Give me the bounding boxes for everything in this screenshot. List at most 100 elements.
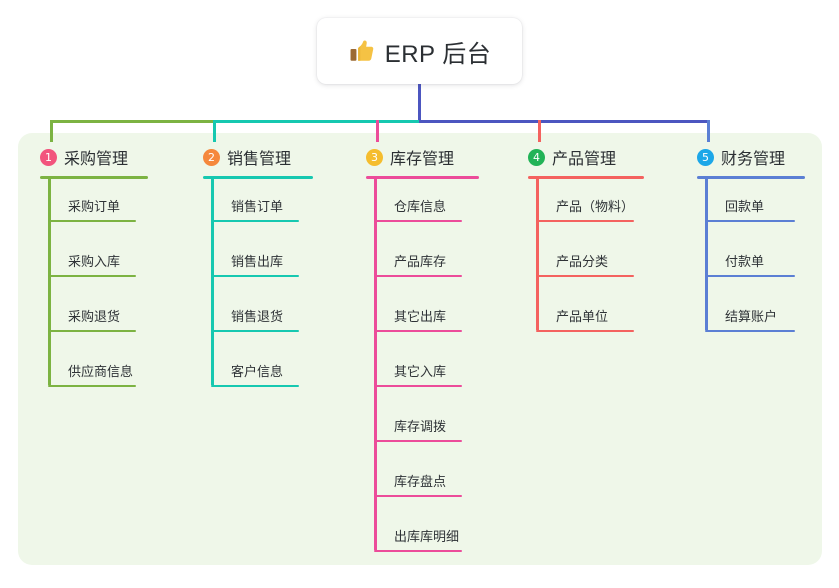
leaf-rule (536, 330, 634, 332)
branch-drop-connector-5 (707, 120, 710, 142)
leaf-node[interactable]: 产品库存 (374, 251, 462, 277)
leaf-rule (374, 550, 462, 552)
leaf-label: 采购入库 (68, 254, 121, 269)
branch-header-rule (697, 176, 805, 179)
root-node[interactable]: ERP 后台 (317, 18, 522, 84)
branch-badge-4: 4 (528, 148, 545, 166)
leaf-node[interactable]: 库存盘点 (374, 471, 462, 497)
leaf-rule (374, 275, 462, 277)
root-stem-connector (418, 84, 421, 123)
leaf-node[interactable]: 供应商信息 (48, 361, 136, 387)
branch-title-label: 销售管理 (227, 151, 292, 168)
leaf-node[interactable]: 销售订单 (211, 196, 299, 222)
branch-header-销售管理[interactable]: 2 销售管理 (203, 146, 313, 168)
leaf-label: 库存调拨 (394, 419, 447, 434)
leaf-rule (48, 220, 136, 222)
leaf-rule (374, 385, 462, 387)
leaf-node[interactable]: 采购订单 (48, 196, 136, 222)
leaf-rule (536, 275, 634, 277)
branch-spine-1 (48, 179, 51, 385)
branch-header-rule (366, 176, 479, 179)
leaf-label: 销售订单 (231, 199, 284, 214)
branch-title-label: 库存管理 (390, 151, 455, 168)
leaf-label: 产品分类 (556, 254, 609, 269)
leaf-rule (211, 385, 299, 387)
leaf-label: 产品库存 (394, 254, 447, 269)
leaf-label: 产品单位 (556, 309, 609, 324)
branch-spine-2 (211, 179, 214, 385)
branch-title-label: 产品管理 (552, 151, 617, 168)
leaf-node[interactable]: 其它出库 (374, 306, 462, 332)
branch-header-采购管理[interactable]: 1 采购管理 (40, 146, 148, 168)
leaf-node[interactable]: 回款单 (705, 196, 795, 222)
leaf-label: 其它入库 (394, 364, 447, 379)
leaf-label: 采购退货 (68, 309, 121, 324)
distribution-bar-segment-1 (50, 120, 216, 123)
leaf-label: 付款单 (725, 254, 765, 269)
branch-title-label: 采购管理 (64, 151, 129, 168)
branch-column-1: 1 采购管理 (40, 146, 148, 179)
branch-spine-3 (374, 179, 377, 550)
thumbs-up-icon (348, 38, 375, 65)
leaf-rule (705, 330, 795, 332)
root-title: ERP 后台 (384, 40, 492, 68)
leaf-node[interactable]: 采购退货 (48, 306, 136, 332)
branch-badge-1: 1 (40, 148, 57, 166)
leaf-node[interactable]: 销售退货 (211, 306, 299, 332)
branch-drop-connector-1 (50, 120, 53, 142)
leaf-node[interactable]: 产品（物料） (536, 196, 634, 222)
leaf-label: 采购订单 (68, 199, 121, 214)
branch-header-产品管理[interactable]: 4 产品管理 (528, 146, 644, 168)
leaf-label: 结算账户 (725, 309, 778, 324)
branch-badge-3: 3 (366, 148, 383, 166)
branch-drop-connector-3 (376, 120, 379, 142)
leaf-node[interactable]: 付款单 (705, 251, 795, 277)
leaf-label: 销售出库 (231, 254, 284, 269)
leaf-node[interactable]: 结算账户 (705, 306, 795, 332)
leaf-node[interactable]: 仓库信息 (374, 196, 462, 222)
leaf-node[interactable]: 库存调拨 (374, 416, 462, 442)
branch-drop-connector-2 (213, 120, 216, 142)
distribution-bar-segment-2 (213, 120, 422, 123)
leaf-node[interactable]: 采购入库 (48, 251, 136, 277)
leaf-rule (211, 275, 299, 277)
branch-header-rule (40, 176, 148, 179)
leaf-label: 库存盘点 (394, 474, 447, 489)
leaf-rule (705, 220, 795, 222)
leaf-label: 回款单 (725, 199, 765, 214)
leaf-node[interactable]: 产品分类 (536, 251, 634, 277)
branch-title-label: 财务管理 (721, 151, 786, 168)
leaf-rule (374, 440, 462, 442)
branch-spine-5 (705, 179, 708, 330)
leaf-rule (374, 495, 462, 497)
branch-column-2: 2 销售管理 (203, 146, 313, 179)
leaf-rule (48, 330, 136, 332)
leaf-node[interactable]: 其它入库 (374, 361, 462, 387)
leaf-rule (48, 385, 136, 387)
branch-column-3: 3 库存管理 (366, 146, 479, 179)
branch-header-rule (528, 176, 644, 179)
branch-drop-connector-4 (538, 120, 541, 142)
leaf-rule (705, 275, 795, 277)
leaf-rule (48, 275, 136, 277)
leaf-node[interactable]: 销售出库 (211, 251, 299, 277)
branch-column-5: 5 财务管理 (697, 146, 805, 179)
leaf-label: 仓库信息 (394, 199, 447, 214)
leaf-label: 产品（物料） (556, 199, 635, 214)
branch-column-4: 4 产品管理 (528, 146, 644, 179)
branch-badge-2: 2 (203, 148, 220, 166)
leaf-node[interactable]: 客户信息 (211, 361, 299, 387)
branch-header-财务管理[interactable]: 5 财务管理 (697, 146, 805, 168)
leaf-label: 其它出库 (394, 309, 447, 324)
leaf-node[interactable]: 产品单位 (536, 306, 634, 332)
leaf-rule (211, 220, 299, 222)
distribution-bar-segment-3 (419, 120, 710, 123)
branch-header-库存管理[interactable]: 3 库存管理 (366, 146, 479, 168)
branch-badge-5: 5 (697, 148, 714, 166)
leaf-node[interactable]: 出库库明细 (374, 526, 462, 552)
leaf-rule (374, 220, 462, 222)
leaf-label: 供应商信息 (68, 364, 134, 379)
branch-spine-4 (536, 179, 539, 330)
leaf-rule (374, 330, 462, 332)
